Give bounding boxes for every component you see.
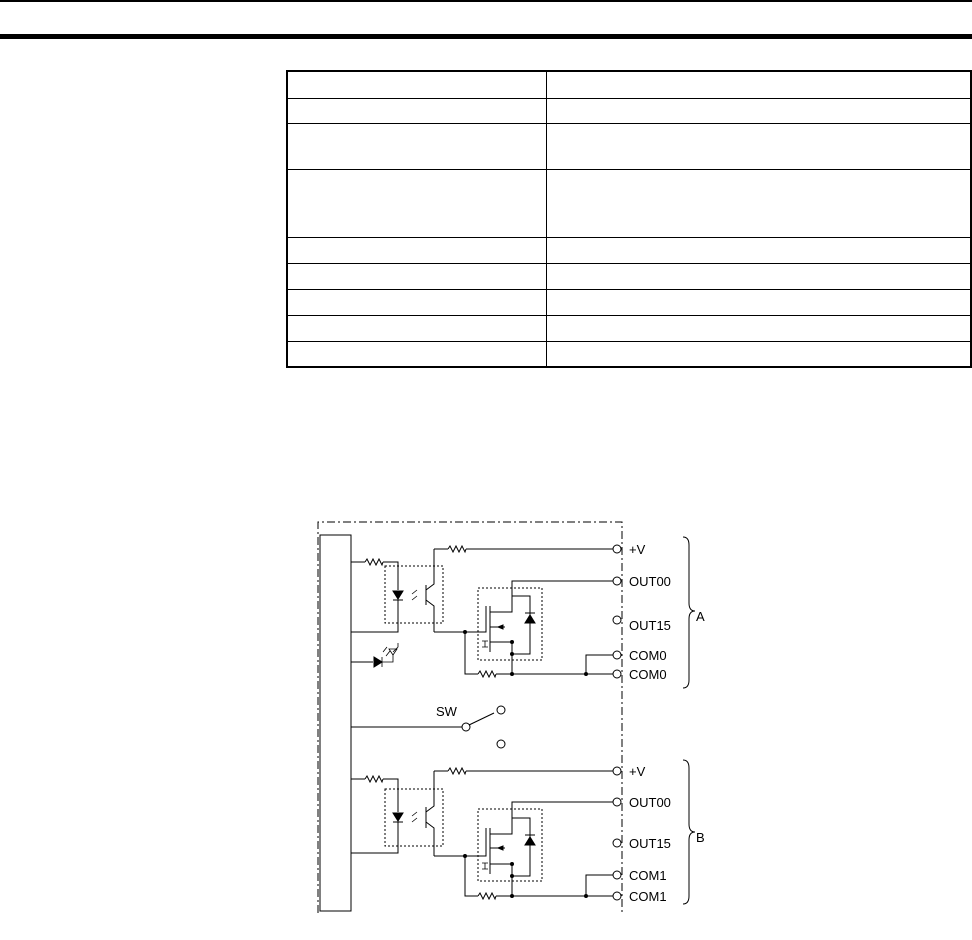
table-cell <box>286 70 547 99</box>
table-row <box>286 340 972 368</box>
table-row <box>286 288 972 316</box>
internal-circuit-block <box>319 534 352 912</box>
table-row <box>286 70 972 99</box>
terminal-label: COM1 <box>629 889 667 904</box>
terminal-label: COM0 <box>629 667 667 682</box>
table-cell <box>286 236 547 264</box>
specifications-table <box>286 70 972 368</box>
table-cell <box>286 314 547 342</box>
table-cell <box>286 262 547 290</box>
table-cell <box>546 236 972 264</box>
table-cell <box>546 314 972 342</box>
terminal-label: OUT00 <box>629 574 671 589</box>
output-circuit-group-b <box>351 766 613 901</box>
table-cell <box>546 97 972 124</box>
table-cell <box>546 70 972 99</box>
output-circuit-group-a <box>351 544 613 679</box>
terminal-label: COM0 <box>629 648 667 663</box>
table-cell <box>546 340 972 368</box>
brace-group-a <box>682 536 696 689</box>
terminal-label: OUT15 <box>629 618 671 633</box>
table-cell <box>286 340 547 368</box>
switch-label: SW <box>436 704 458 719</box>
table-cell <box>286 288 547 316</box>
terminal-label: +V <box>629 542 646 557</box>
table-row <box>286 236 972 264</box>
switch-sw: SW <box>351 704 506 749</box>
photocoupler-box <box>384 565 444 624</box>
terminal-label: OUT15 <box>629 836 671 851</box>
header-rule-thick <box>0 34 972 39</box>
brace-group-b <box>682 759 696 905</box>
group-label-a: A <box>696 609 705 624</box>
table-row <box>286 314 972 342</box>
unit-boundary <box>317 521 623 913</box>
terminal-label: OUT00 <box>629 795 671 810</box>
terminal-label: COM1 <box>629 868 667 883</box>
resistor-symbol <box>364 557 384 567</box>
table-row <box>286 97 972 124</box>
output-transistor-box <box>477 587 543 661</box>
terminal-label: +V <box>629 764 646 779</box>
table-cell <box>546 168 972 238</box>
group-label-b: B <box>696 830 705 845</box>
terminal-circles <box>612 544 622 901</box>
header-rule-thin <box>0 0 972 2</box>
